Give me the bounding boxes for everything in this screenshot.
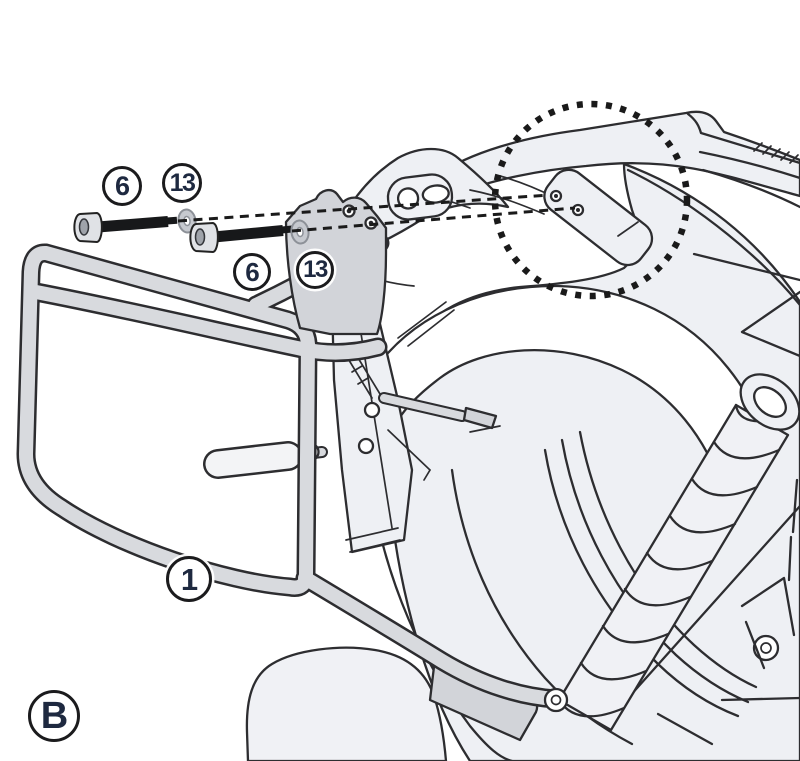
frame-mount-bracket [543,168,654,267]
highlight-dotted-circle [491,100,691,300]
motorcycle-rear-illustration [203,110,800,761]
callout-6-top: 6 [102,166,142,206]
callout-1-rack: 1 [166,556,212,602]
hardware [73,208,310,254]
callout-13-lower: 13 [296,251,334,289]
callout-13-top: 13 [162,163,202,203]
shock-top-mount [739,373,800,431]
callout-6-lower: 6 [233,253,271,291]
bolt-guide-line [291,206,576,233]
muffler [245,646,448,761]
bolt-icon [189,221,293,254]
seat-rail-hatching [753,142,799,164]
axle-end [543,687,569,713]
shock-absorber [557,373,800,732]
step-label-badge: B [28,690,80,742]
bolt-icon [73,211,178,244]
swingarm-lines [610,478,800,746]
wheel-hub [752,634,780,662]
